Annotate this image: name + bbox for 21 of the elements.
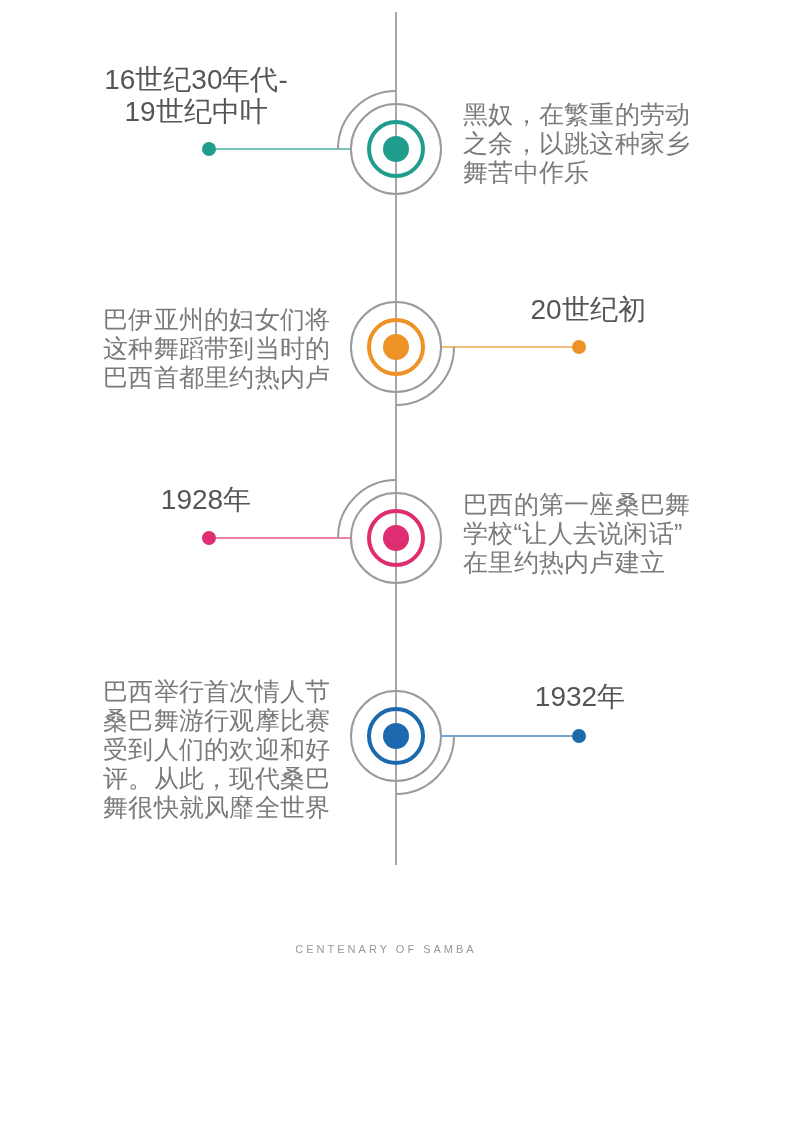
description-text: 黑奴，在繁重的劳动之余，以跳这种家乡舞苦中作乐 [463, 100, 692, 187]
description-text: 巴西举行首次情人节桑巴舞游行观摩比赛受到人们的欢迎和好评。从此，现代桑巴舞很快就风靡全世界 [103, 677, 332, 822]
timeline-dot [572, 340, 586, 354]
date-label: 16世纪30年代-19世纪中叶 [103, 64, 289, 128]
description-text: 巴伊亚州的妇女们将这种舞蹈带到当时的巴西首都里约热内卢 [103, 305, 332, 392]
footer-caption: CENTENARY OF SAMBA [295, 942, 477, 956]
connector-line [215, 148, 351, 150]
connector-line [441, 346, 573, 348]
date-label: 1928年 [160, 484, 252, 516]
timeline-dot [202, 531, 216, 545]
date-label: 1932年 [534, 681, 626, 713]
description-text: 巴西的第一座桑巴舞学校“让人去说闲话”在里约热内卢建立 [463, 490, 692, 577]
timeline-dot [572, 729, 586, 743]
timeline-dot [202, 142, 216, 156]
target-marker [337, 90, 442, 195]
date-label: 20世纪初 [530, 294, 646, 326]
connector-line [215, 537, 351, 539]
target-marker [337, 479, 442, 584]
target-marker [350, 690, 455, 795]
connector-line [441, 735, 573, 737]
target-marker [350, 301, 455, 406]
